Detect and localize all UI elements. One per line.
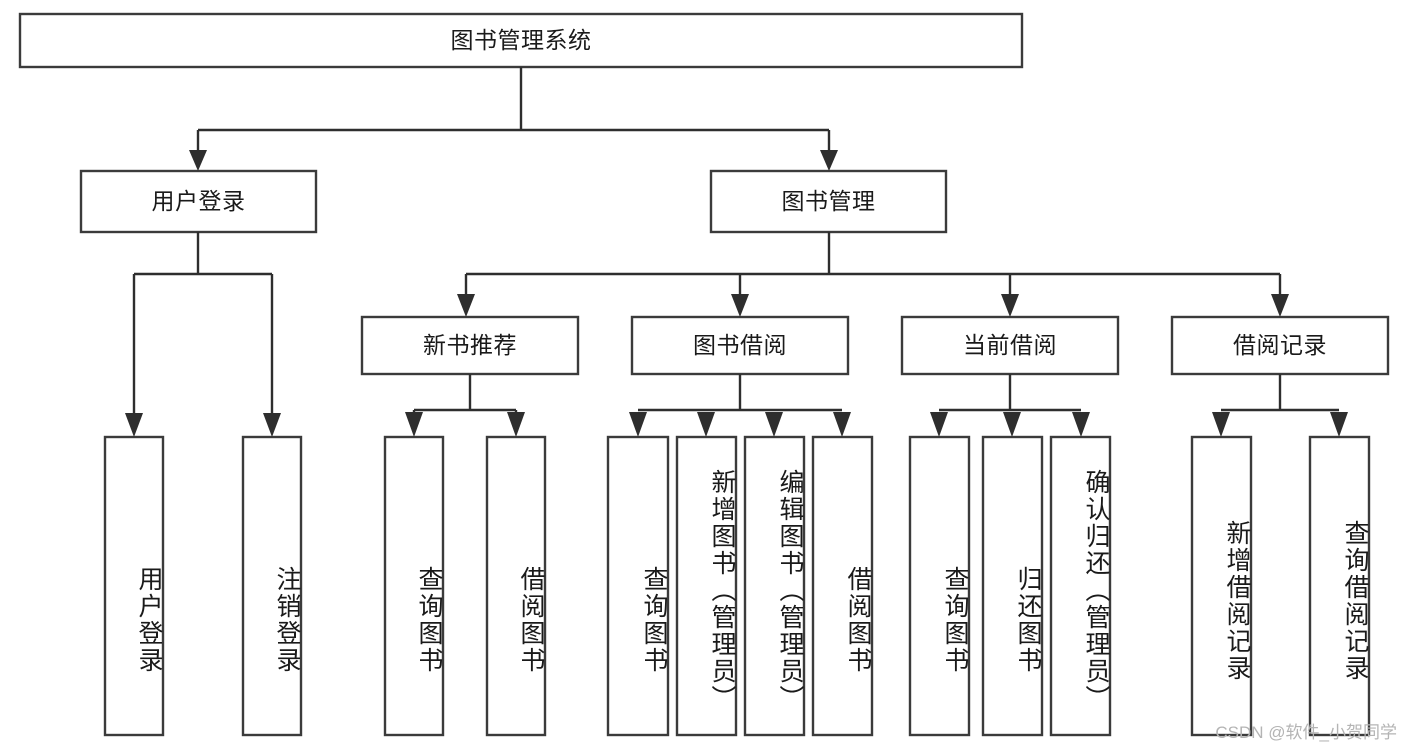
arrow-head-leaf-11: [1212, 412, 1230, 437]
arrow-head-leaf-4: [629, 412, 647, 437]
arrow-head-leaf-2: [405, 412, 423, 437]
arrow-head-leaf-3: [507, 412, 525, 437]
arrow-head-book-borrow: [731, 294, 749, 317]
node-box-leaf-6[interactable]: [743, 435, 806, 737]
arrow-head-borrow-record: [1271, 294, 1289, 317]
node-box-leaf-2[interactable]: [383, 435, 445, 737]
arrow-head-leaf-6: [765, 412, 783, 437]
node-box-leaf-4[interactable]: [606, 435, 670, 737]
arrow-head-new-book-recommend: [457, 294, 475, 317]
arrow-head-leaf-1: [263, 413, 281, 437]
arrow-head-leaf-12: [1330, 412, 1348, 437]
arrow-head-leaf-0: [125, 413, 143, 437]
node-box-leaf-9[interactable]: [981, 435, 1044, 737]
node-box-leaf-3[interactable]: [485, 435, 547, 737]
node-box-new-book-recommend[interactable]: [360, 315, 580, 376]
node-box-leaf-10[interactable]: [1049, 435, 1112, 737]
arrow-head-leaf-9: [1003, 412, 1021, 437]
node-box-borrow-record[interactable]: [1170, 315, 1390, 376]
node-box-leaf-7[interactable]: [811, 435, 874, 737]
node-box-leaf-8[interactable]: [908, 435, 971, 737]
node-box-leaf-1[interactable]: [241, 435, 303, 737]
arrow-head-user-login: [189, 150, 207, 171]
node-box-leaf-5[interactable]: [675, 435, 738, 737]
arrow-head-leaf-10: [1072, 412, 1090, 437]
arrow-head-leaf-7: [833, 412, 851, 437]
node-box-leaf-12[interactable]: [1308, 435, 1371, 737]
node-box-current-borrow[interactable]: [900, 315, 1120, 376]
arrow-head-leaf-8: [930, 412, 948, 437]
watermark-text: CSDN @软件_小贺同学: [1215, 723, 1397, 742]
node-box-book-management[interactable]: [709, 169, 948, 234]
node-box-user-login[interactable]: [79, 169, 318, 234]
arrow-head-current-borrow: [1001, 294, 1019, 317]
arrow-head-book-management: [820, 150, 838, 171]
node-box-root[interactable]: [18, 12, 1024, 69]
arrow-head-leaf-5: [697, 412, 715, 437]
node-box-leaf-0[interactable]: [103, 435, 165, 737]
node-box-book-borrow[interactable]: [630, 315, 850, 376]
node-box-leaf-11[interactable]: [1190, 435, 1253, 737]
